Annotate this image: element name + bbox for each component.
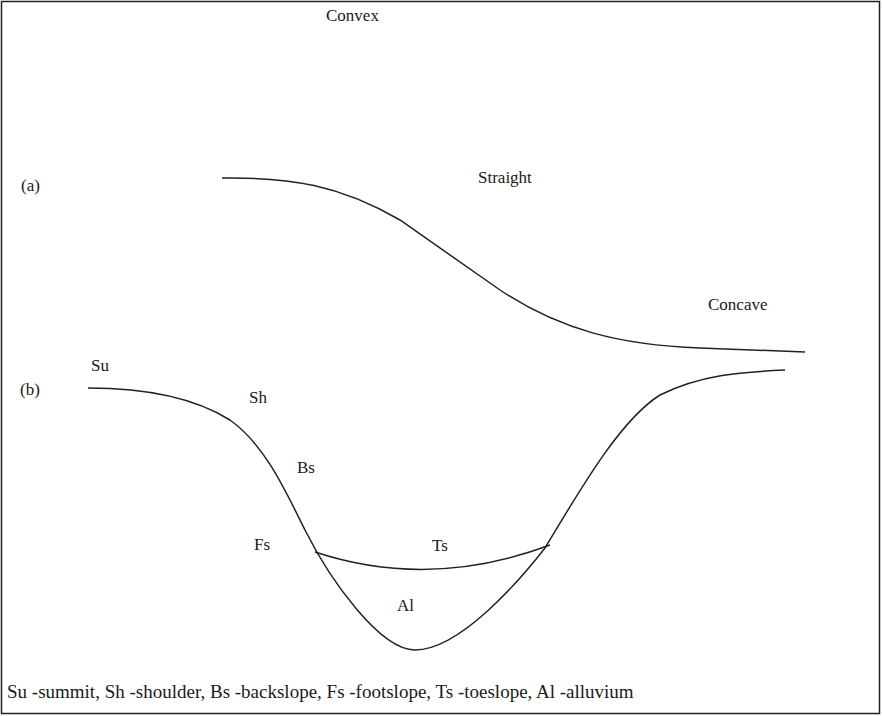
slope-profile bbox=[222, 178, 805, 352]
position-abbrev: Al bbox=[397, 597, 414, 616]
slope-label: Straight bbox=[478, 169, 532, 188]
slope-label: Convex bbox=[326, 7, 379, 26]
valley-profile bbox=[88, 370, 785, 650]
position-abbrev: Sh bbox=[249, 389, 267, 408]
position-abbrev: Bs bbox=[297, 459, 315, 478]
position-abbrev: Ts bbox=[432, 537, 448, 556]
panel-letter: (a) bbox=[21, 177, 40, 196]
figure-caption: Su -summit, Sh -shoulder, Bs -backslope,… bbox=[7, 682, 634, 703]
slope-label: Concave bbox=[708, 296, 767, 315]
panel-letter: (b) bbox=[20, 381, 40, 400]
position-abbrev: Fs bbox=[254, 536, 270, 555]
position-abbrev: Su bbox=[91, 357, 109, 376]
